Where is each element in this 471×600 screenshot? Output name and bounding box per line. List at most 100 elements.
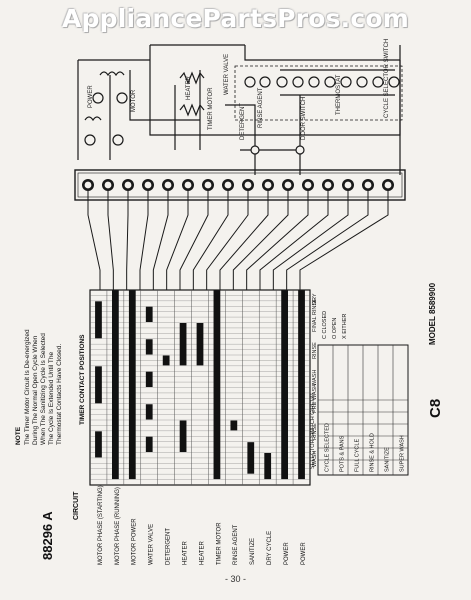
note-line: When The Sanitizing Cycle Is Selected [40, 333, 47, 445]
model-code: C8 [427, 399, 444, 418]
phase-label: RINSE [312, 423, 318, 440]
circuit-label: POWER [301, 542, 307, 565]
circuit-label: DETERGENT [166, 528, 172, 565]
contact-bar [145, 306, 153, 322]
note-line: The Cycle Is Extended Until The [48, 352, 55, 445]
note-line: Thermostat Contacts Have Closed. [56, 344, 63, 445]
wire [219, 191, 269, 290]
watermark: AppliancePartsPros.com [61, 4, 410, 33]
selector-switch-terminals [84, 76, 400, 155]
switch-row-label: SANITIZE [385, 447, 391, 472]
circuit-label: HEATER [199, 540, 205, 565]
terminal-center [124, 181, 132, 189]
terminal-center [184, 181, 192, 189]
wire [246, 191, 309, 290]
circuit-label: HEATER [182, 540, 188, 565]
switch-table: CYCLE SELECTED POTS & PANS FULL CYCLE RINSE… [310, 311, 409, 476]
contact-bar [247, 442, 255, 474]
legend-entry: X EITHER [342, 314, 348, 339]
terminal-center [84, 181, 92, 189]
schematic-label: CYCLE SELECTOR SWITCH [384, 39, 390, 118]
phase-label: FINAL RINSE [312, 298, 318, 332]
phase-label: WASH [312, 370, 318, 386]
contact-bar [128, 290, 136, 480]
contact-bar [230, 420, 238, 431]
wire [272, 191, 349, 290]
circuit-label: MOTOR PHASE (RUNNING) [115, 487, 121, 565]
circuit-label: MOTOR PHASE (STARTING) [98, 485, 104, 565]
wire [152, 191, 169, 290]
switch-row-label: SUPER WASH [400, 435, 406, 472]
wire [166, 191, 189, 290]
contact-bar [196, 323, 204, 366]
circuit-header: CIRCUIT [73, 491, 80, 520]
switch-row-label: RINSE & HOLD [370, 433, 376, 472]
terminal-center [164, 181, 172, 189]
schematic-label: TIMER MOTOR [208, 87, 214, 130]
switch-table-title: SELECTOR SWITCH CIRCUIT [310, 392, 316, 469]
terminal-center [224, 181, 232, 189]
contact-bar [213, 290, 221, 480]
wire [87, 191, 101, 290]
contact-bar [145, 404, 153, 420]
contact-bar [179, 420, 187, 452]
fan-wires [87, 191, 389, 290]
page-number: - 30 - [224, 574, 246, 584]
schematic-label: DOOR SWITCH [301, 97, 307, 140]
contact-bar [264, 453, 272, 480]
phase-label: DRY [312, 293, 318, 305]
schematic-label: RINSE AGENT [258, 87, 264, 128]
terminal-center [324, 181, 332, 189]
contact-bar [95, 431, 102, 458]
schematic-label: DETERGENT [240, 103, 246, 140]
note-line: The Timer Motor Circuit Is De-energized [24, 329, 31, 445]
terminal-center [364, 181, 372, 189]
legend-entry: C CLOSED [322, 311, 328, 339]
terminal-block [74, 169, 406, 201]
terminal-center [264, 181, 272, 189]
contact-bar [145, 339, 153, 355]
circuit-label: POWER [284, 542, 290, 565]
contact-bar [281, 290, 288, 480]
schematic-label: WATER VALVE [224, 54, 230, 95]
circuit-label: TIMER MOTOR [216, 522, 222, 565]
circuit-label: RINSE AGENT [233, 524, 239, 565]
wire [107, 191, 114, 290]
phase-label: WASH [312, 451, 318, 467]
schematic-label: THERMOSTAT [336, 74, 342, 115]
note-line: During The Normal Open Cycle When [32, 335, 39, 445]
wire [206, 191, 249, 290]
terminal-center [304, 181, 312, 189]
switch-row-label: POTS & PANS [340, 435, 346, 472]
legend-entry: O OPEN [332, 318, 338, 339]
contact-bar [162, 355, 170, 366]
schematic-label: HEATER [186, 75, 192, 100]
contact-bar [95, 366, 102, 404]
timer-header: TIMER CONTACT POSITIONS [79, 334, 86, 425]
schematic [77, 44, 403, 175]
model-label: MODEL 8589900 [428, 282, 437, 345]
wire [192, 191, 229, 290]
wire [286, 191, 369, 290]
wire [126, 191, 129, 290]
wire [232, 191, 289, 290]
circuit-label: MOTOR POWER [132, 518, 138, 565]
phase-label: RINSE [312, 342, 318, 359]
part-number: 88296 A [40, 511, 55, 560]
wire [299, 191, 389, 290]
switch-row-label: FULL CYCLE [355, 439, 361, 472]
wire [259, 191, 329, 290]
circuit-label: WATER VALVE [149, 524, 155, 565]
terminal-center [144, 181, 152, 189]
switch-row-label: CYCLE SELECTED [325, 423, 331, 472]
wire [139, 191, 149, 290]
contact-bar [298, 290, 305, 480]
schematic-label: POWER [88, 85, 94, 108]
contact-bar [145, 371, 153, 387]
contact-bar [179, 323, 187, 366]
